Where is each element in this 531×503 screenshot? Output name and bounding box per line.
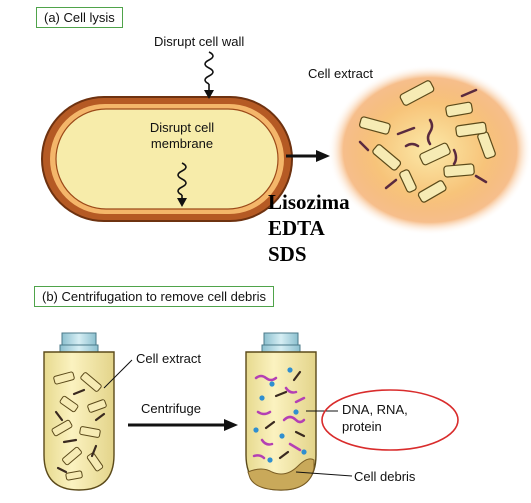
wall-label: Disrupt cell wall (154, 34, 245, 49)
reagent-lisozima: Lisozima (268, 190, 350, 214)
tube-centrifuged (245, 332, 317, 491)
centrifuge-label: Centrifuge (141, 401, 201, 416)
reagent-sds: SDS (268, 242, 307, 266)
products-label-line1: DNA, RNA, (342, 402, 408, 417)
cell-extract-cloud (328, 65, 531, 235)
highlight-ellipse (321, 389, 459, 451)
products-label-line2: protein (342, 419, 382, 434)
panel-b-title: (b) Centrifugation to remove cell debris (34, 286, 274, 307)
membrane-label-line1: Disrupt cell (149, 120, 215, 135)
tube-cell-extract (43, 332, 115, 491)
tube-extract-label: Cell extract (136, 351, 202, 366)
wall-squiggle-arrow (204, 51, 214, 99)
extract-pointer-line (103, 359, 133, 389)
centrifuge-arrow (128, 419, 238, 431)
membrane-squiggle-arrow (177, 162, 187, 207)
reagent-edta: EDTA (268, 216, 325, 240)
debris-label: Cell debris (354, 469, 416, 484)
bacterial-cell (41, 96, 293, 222)
debris-pointer-line (295, 471, 353, 477)
lysis-arrow (286, 150, 330, 162)
membrane-label-line2: membrane (150, 136, 214, 151)
panel-a-title: (a) Cell lysis (36, 7, 123, 28)
extract-label: Cell extract (308, 66, 374, 81)
